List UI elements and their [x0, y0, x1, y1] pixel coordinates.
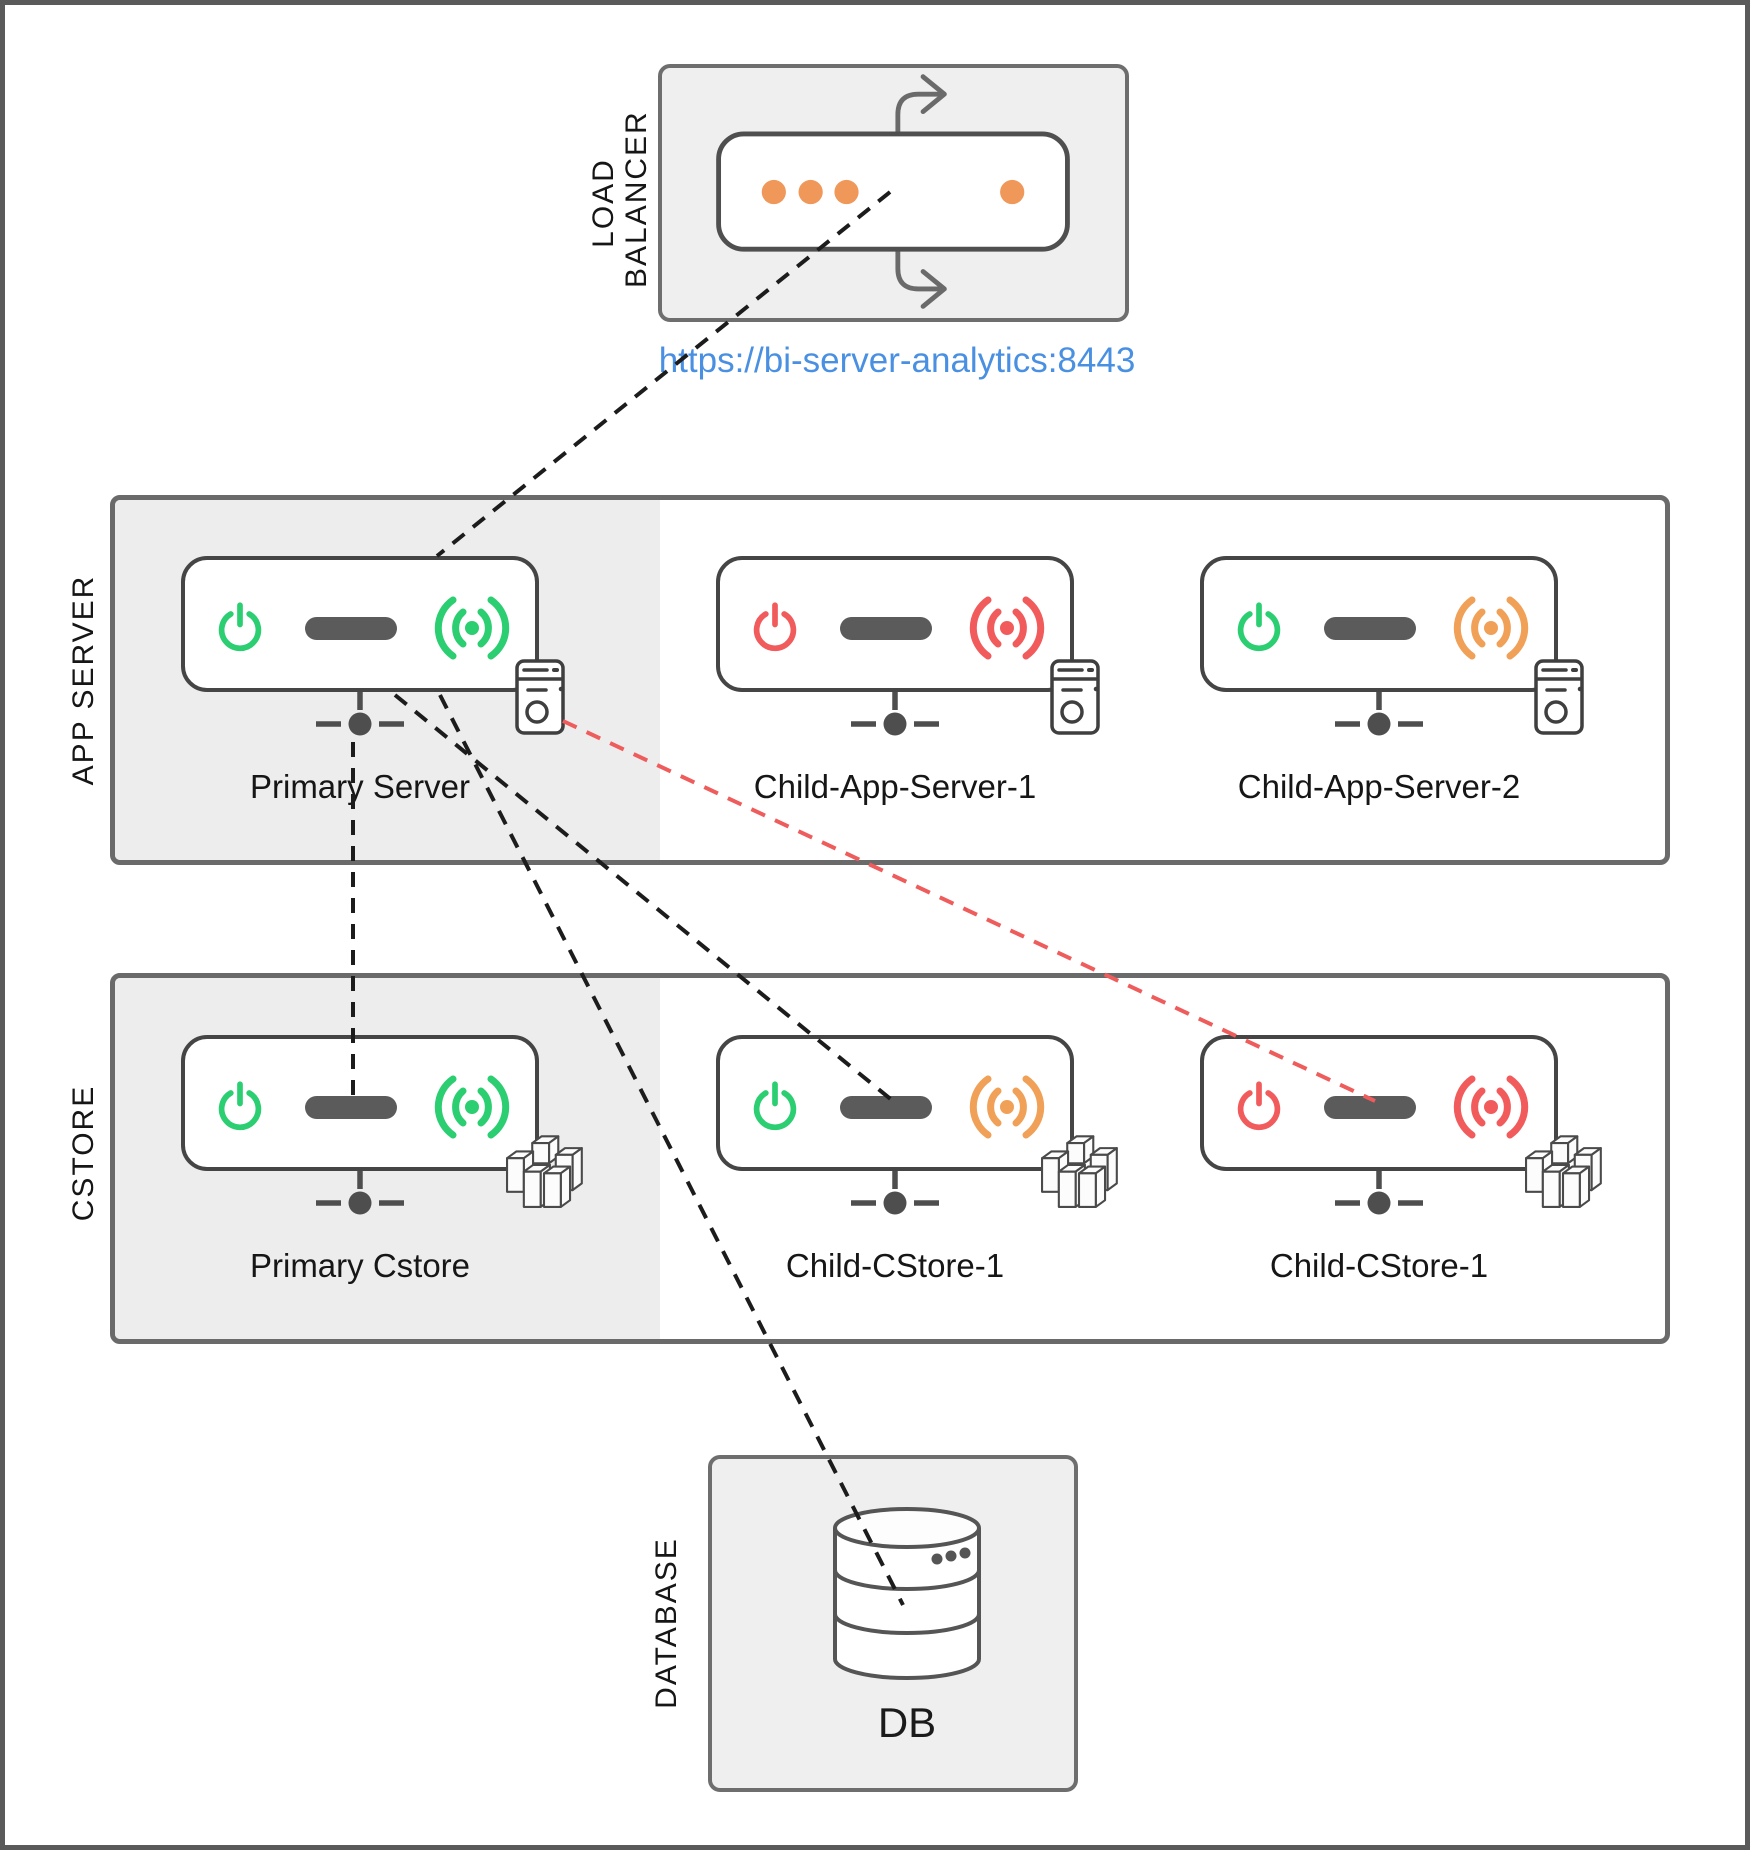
signal-icon — [957, 1075, 1057, 1139]
node-label: Primary Server — [249, 768, 471, 805]
signal-icon — [1441, 596, 1541, 660]
database-cylinder-icon — [833, 1507, 981, 1680]
network-node-icon — [310, 1169, 410, 1233]
load-balancer-icon — [716, 74, 1070, 309]
arrow-down-icon — [920, 269, 947, 309]
section-label-app-server: APP SERVER — [67, 574, 100, 786]
cube-stack-icon — [1521, 1133, 1605, 1217]
node-label: Child-App-Server-2 — [1237, 768, 1521, 805]
power-icon — [1231, 600, 1287, 656]
server-tower-icon — [1049, 658, 1101, 736]
signal-icon — [957, 596, 1057, 660]
status-bar — [305, 1096, 397, 1119]
load-balancer-url[interactable]: https://bi-server-analytics:8443 — [658, 341, 1136, 380]
node-label: Primary Cstore — [249, 1247, 471, 1284]
cube-stack-icon — [502, 1133, 586, 1217]
network-node-icon — [845, 690, 945, 754]
arrow-up-icon — [920, 74, 947, 115]
node-label: Child-CStore-1 — [1269, 1247, 1489, 1284]
server-box — [716, 556, 1074, 692]
server-box — [1200, 556, 1558, 692]
signal-icon — [1441, 1075, 1541, 1139]
status-bar — [840, 1096, 932, 1119]
node-child-app-server-2: Child-App-Server-2 — [1200, 556, 1558, 805]
status-bar — [840, 617, 932, 640]
power-icon — [212, 600, 268, 656]
signal-icon — [422, 1075, 522, 1139]
load-balancer-box — [658, 64, 1129, 322]
status-bar — [305, 617, 397, 640]
node-child-app-server-1: Child-App-Server-1 — [716, 556, 1074, 805]
server-box — [1200, 1035, 1558, 1171]
db-label: DB — [877, 1699, 937, 1746]
network-node-icon — [1329, 690, 1429, 754]
node-primary-server: Primary Server — [181, 556, 539, 805]
section-label-load-balancer: LOAD BALANCER — [587, 110, 653, 288]
signal-icon — [422, 596, 522, 660]
status-bar — [1324, 1096, 1416, 1119]
node-child-cstore-1-middle: Child-CStore-1 — [716, 1035, 1074, 1284]
server-tower-icon — [1533, 658, 1585, 736]
power-icon — [747, 1079, 803, 1135]
power-icon — [1231, 1079, 1287, 1135]
network-node-icon — [310, 690, 410, 754]
status-bar — [1324, 617, 1416, 640]
network-node-icon — [1329, 1169, 1429, 1233]
section-label-database: DATABASE — [650, 1537, 683, 1709]
section-label-cstore: CSTORE — [67, 1084, 100, 1222]
node-label: Child-CStore-1 — [785, 1247, 1005, 1284]
server-box — [181, 556, 539, 692]
node-primary-cstore: Primary Cstore — [181, 1035, 539, 1284]
server-box — [181, 1035, 539, 1171]
server-box — [716, 1035, 1074, 1171]
node-label: Child-App-Server-1 — [753, 768, 1037, 805]
power-icon — [212, 1079, 268, 1135]
network-node-icon — [845, 1169, 945, 1233]
cube-stack-icon — [1037, 1133, 1121, 1217]
node-child-cstore-1-right: Child-CStore-1 — [1200, 1035, 1558, 1284]
server-tower-icon — [514, 658, 566, 736]
power-icon — [747, 600, 803, 656]
